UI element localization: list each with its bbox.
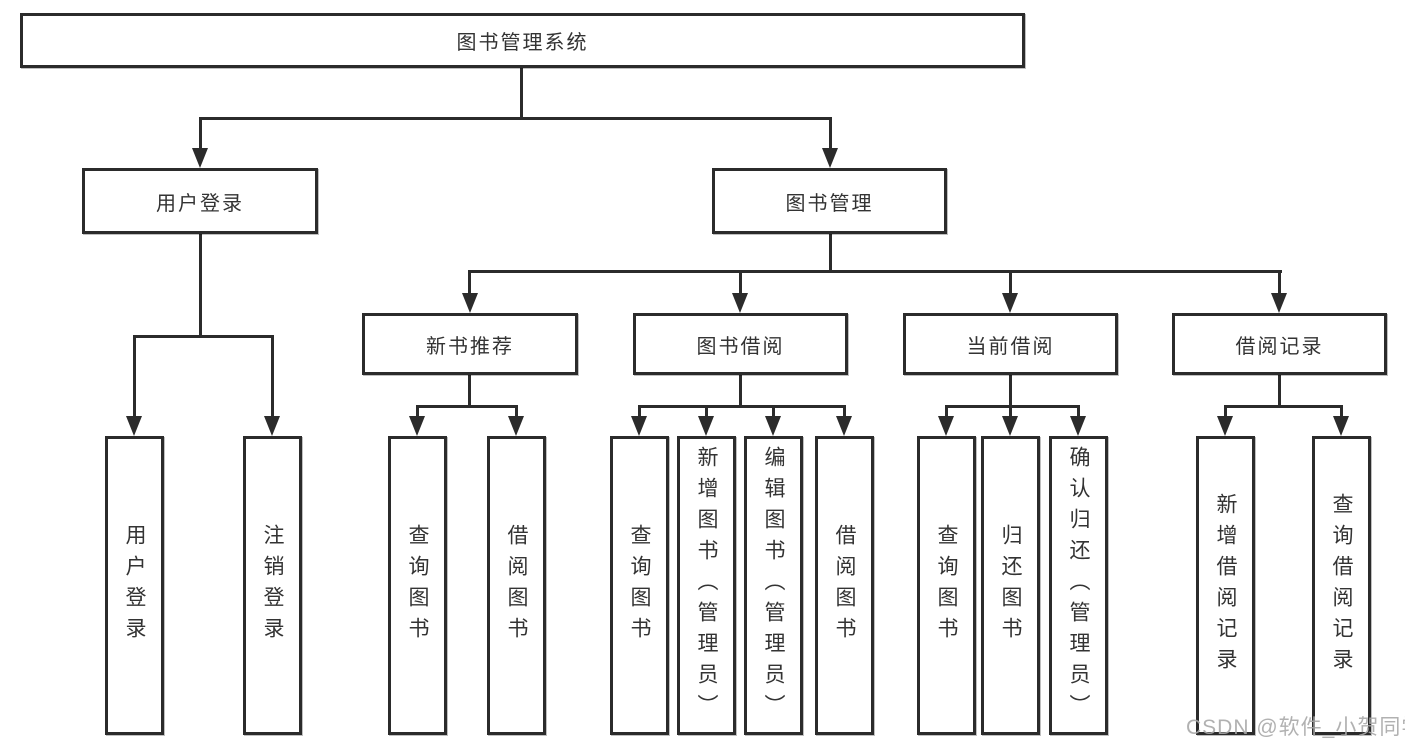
node-book-borrowing: 图书借阅 [633,313,848,375]
csdn-watermark: CSDN @软件_小贺同学 [1186,716,1405,739]
connector-drop-leaf [271,335,274,418]
leaf-query-books-borrowing: 查询图书 [610,436,669,735]
leaf-logout: 注销登录 [243,436,302,735]
connector-drop-leaf [1340,405,1343,418]
connector-drop-leaf [515,405,518,418]
connector-book-borrowing-bar [638,405,846,408]
leaf-query-borrow-record: 查询借阅记录 [1312,436,1371,735]
node-label: 借阅图书 [505,523,528,648]
connector-book-borrowing-stem [739,375,742,407]
arrowhead-down-icon [938,416,954,436]
leaf-query-books-current: 查询图书 [917,436,976,735]
arrowhead-down-icon [1070,416,1086,436]
node-label: 借阅记录 [1235,335,1324,358]
leaf-borrow-books-recommend: 借阅图书 [487,436,546,735]
arrowhead-down-icon [732,293,748,313]
arrowhead-down-icon [508,416,524,436]
node-label: 查询借阅记录 [1330,492,1353,679]
node-current-borrowing: 当前借阅 [903,313,1118,375]
connector-borrowing-records-bar [1224,405,1343,408]
arrowhead-down-icon [631,416,647,436]
node-label: 查询图书 [935,523,958,648]
node-label: 图书管理 [785,192,874,215]
connector-drop-new-book-recommend [468,270,471,295]
connector-user-login-stem [199,234,202,338]
arrowhead-down-icon [765,416,781,436]
connector-drop-leaf [1009,405,1012,418]
node-label: 新书推荐 [426,335,514,358]
node-new-book-recommend: 新书推荐 [362,313,578,375]
node-label: 当前借阅 [966,335,1055,358]
node-label: 图书借阅 [696,335,785,358]
leaf-query-books-recommend: 查询图书 [388,436,447,735]
arrowhead-down-icon [1002,416,1018,436]
leaf-borrow-books-borrowing: 借阅图书 [815,436,874,735]
connector-new-book-recommend-bar [416,405,518,408]
arrowhead-down-icon [1271,293,1287,313]
leaf-confirm-return-admin: 确认归还（管理员） [1049,436,1108,735]
connector-drop-user-login [199,117,202,150]
connector-current-borrowing-bar [945,405,1080,408]
connector-root-stem [520,68,523,120]
node-label: 用户登录 [156,192,244,215]
node-label: 查询图书 [406,523,429,648]
node-label: 查询图书 [628,523,651,648]
connector-drop-leaf [772,405,775,418]
connector-drop-leaf [945,405,948,418]
node-label: 图书管理系统 [456,32,589,54]
arrowhead-down-icon [264,416,280,436]
connector-drop-leaf [843,405,846,418]
arrowhead-down-icon [822,148,838,168]
node-library-management-system: 图书管理系统 [20,13,1025,68]
connector-drop-leaf [705,405,708,418]
arrowhead-down-icon [192,148,208,168]
connector-drop-leaf [638,405,641,418]
leaf-user-login: 用户登录 [105,436,164,735]
connector-current-borrowing-stem [1009,375,1012,407]
node-book-management: 图书管理 [712,168,947,234]
connector-drop-current-borrowing [1009,270,1012,295]
connector-drop-leaf [416,405,419,418]
connector-drop-leaf [1224,405,1227,418]
connector-drop-leaf [1077,405,1080,418]
arrowhead-down-icon [836,416,852,436]
arrowhead-down-icon [126,416,142,436]
connector-new-book-recommend-stem [468,375,471,407]
node-label: 新增图书（管理员） [695,446,718,725]
arrowhead-down-icon [462,293,478,313]
connector-book-management-stem [829,234,832,273]
node-label: 用户登录 [123,523,146,648]
node-label: 注销登录 [261,523,284,648]
leaf-add-borrow-record: 新增借阅记录 [1196,436,1255,735]
arrowhead-down-icon [698,416,714,436]
connector-root-bar [199,117,832,120]
connector-drop-book-borrowing [739,270,742,295]
arrowhead-down-icon [409,416,425,436]
node-label: 归还图书 [999,523,1022,648]
arrowhead-down-icon [1217,416,1233,436]
arrowhead-down-icon [1333,416,1349,436]
connector-drop-book-management [829,117,832,150]
node-label: 借阅图书 [833,523,856,648]
node-label: 确认归还（管理员） [1067,446,1090,725]
node-label: 编辑图书（管理员） [762,446,785,725]
connector-drop-leaf [133,335,136,418]
connector-drop-borrowing-records [1278,270,1281,295]
leaf-edit-books-admin: 编辑图书（管理员） [744,436,803,735]
node-user-login: 用户登录 [82,168,318,234]
connector-borrowing-records-stem [1278,375,1281,407]
node-borrowing-records: 借阅记录 [1172,313,1387,375]
node-label: 新增借阅记录 [1214,492,1237,679]
connector-user-login-bar [133,335,274,338]
leaf-return-books: 归还图书 [981,436,1040,735]
leaf-add-books-admin: 新增图书（管理员） [677,436,736,735]
arrowhead-down-icon [1002,293,1018,313]
connector-book-management-bar [468,270,1282,273]
